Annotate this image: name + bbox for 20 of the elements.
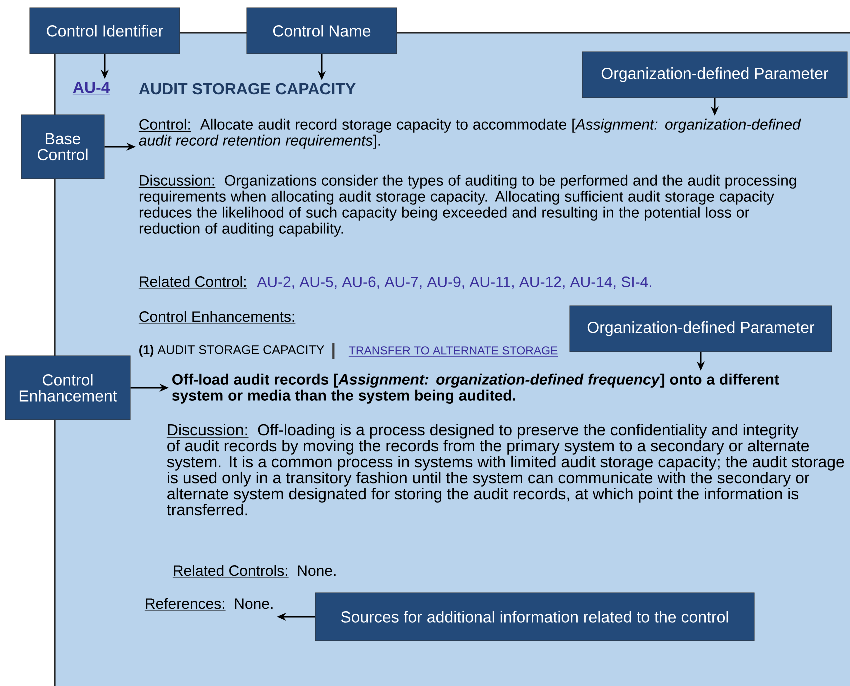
callout-box: Control Identifier [30, 8, 180, 54]
statement-text: Off-load audit records [Assignment: organization-defined frequency] onto a different system or media than the system being audited. [172, 374, 780, 404]
callout-box: Sources for additional information related to the control [315, 592, 755, 642]
paragraph-text: Related Controls: None. [172, 565, 336, 578]
callout-box: Control Enhancement [5, 356, 131, 420]
references-text: References: None. [144, 598, 273, 612]
callout-box: Organization-defined Parameter [570, 306, 832, 352]
link-text: AU-4 [72, 82, 111, 96]
link-list: AU-2, AU-5, AU-6, AU-7, AU-9, AU-11, AU-12, AU-14, SI-4. [257, 276, 652, 290]
callout-box: Control Name [246, 8, 398, 54]
callout-box: Organization-defined Parameter [582, 52, 848, 98]
link-text: TRANSFER TO ALTERNATE STORAGE [348, 346, 558, 357]
callout-box: Base Control [21, 114, 105, 180]
paragraph-text: Discussion: Organizations consider the types of auditing to be performed and the audit processing requirements when allocating audit storage capacity. Allocating sufficient audit storage capacity reduces the likelihood of such capacity being exceeded and resulting in the potential loss or reduction of auditing capability. [138, 174, 796, 237]
section-heading: Control Enhancements: [138, 311, 296, 324]
field-label: Related Control: [138, 276, 248, 290]
paragraph-text: Control: Allocate audit record storage capacity to accommodate [Assignment: organization-defined audit record retention requirements]. [138, 118, 802, 149]
enhancement-title: (1) AUDIT STORAGE CAPACITY [140, 345, 324, 357]
heading-text: AUDIT STORAGE CAPACITY [139, 83, 356, 95]
paragraph-text: Discussion: Off-loading is a process designed to preserve the confidentiality and integrity of audit records by moving the records from the primary system to a secondary or alternate system. It is a common process in systems with limited audit storage capacity; the audit storage is used only in a transitory fashion until the system can communicate with the secondary or alternate system designated for storing the audit records, at which point the information is transferred. [166, 424, 844, 516]
